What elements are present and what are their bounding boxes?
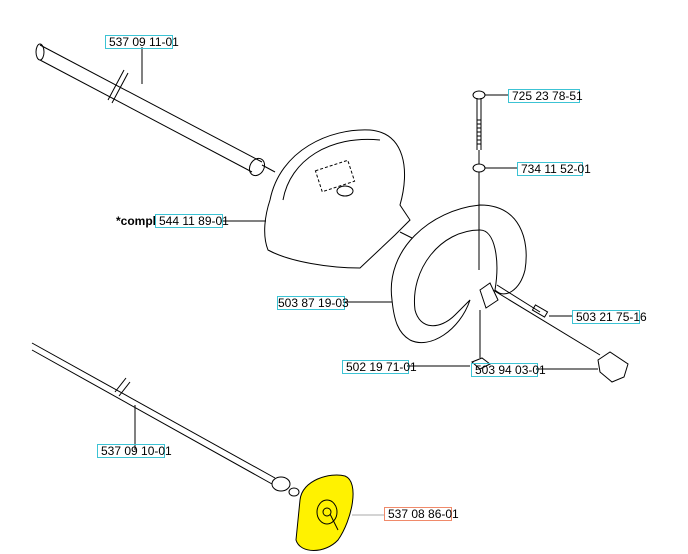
part-number: 503 87 19-03 <box>278 296 349 310</box>
part-number: 544 11 89-01 <box>159 214 229 228</box>
part-label-washer[interactable]: 734 11 52-01 <box>517 162 591 176</box>
part-label-nut[interactable]: 502 19 71-01 <box>342 360 417 374</box>
part-label-tube[interactable]: 537 09 11-01 <box>105 35 179 49</box>
part-number: 734 11 52-01 <box>521 162 591 176</box>
part-label-shaft[interactable]: 537 09 10-01 <box>97 444 172 458</box>
part-label-handle[interactable]: 503 87 19-03 <box>277 296 349 310</box>
part-number: 503 21 75-16 <box>576 310 647 324</box>
part-number: 502 19 71-01 <box>346 360 417 374</box>
cover-drawing <box>221 129 413 269</box>
part-number: 725 23 78-51 <box>512 89 583 103</box>
part-label-screw[interactable]: 503 21 75-16 <box>572 310 647 324</box>
part-label-switch[interactable]: 503 94 03-01 <box>471 363 546 377</box>
complete-prefix: *compl <box>116 214 157 228</box>
handle-drawing <box>343 204 629 383</box>
part-number: 537 09 11-01 <box>109 35 179 49</box>
part-label-cover[interactable]: 544 11 89-01 <box>155 214 229 228</box>
part-number: 537 08 86-01 <box>388 507 459 521</box>
part-number: 537 09 10-01 <box>101 444 172 458</box>
disc-drawing <box>295 474 384 551</box>
part-label-bolt[interactable]: 725 23 78-51 <box>508 89 583 103</box>
tube-drawing <box>35 43 266 177</box>
shaft-drawing <box>31 342 300 497</box>
part-label-disc-selected[interactable]: 537 08 86-01 <box>384 507 459 521</box>
bolt-drawing <box>472 90 517 270</box>
part-number: 503 94 03-01 <box>475 363 546 377</box>
